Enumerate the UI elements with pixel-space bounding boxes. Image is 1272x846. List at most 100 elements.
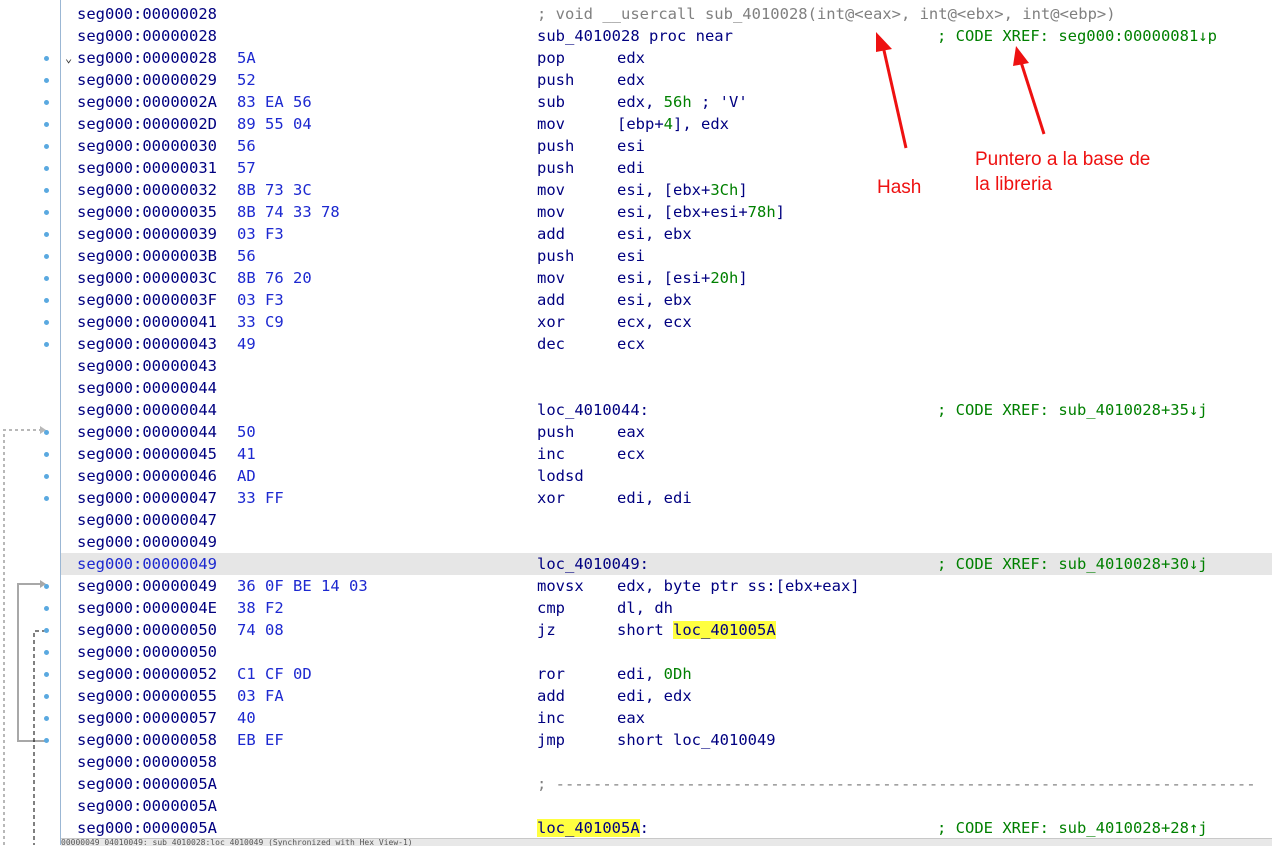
gutter-dot-icon[interactable]	[44, 606, 49, 611]
listing-row[interactable]: seg000:00000050	[61, 641, 1272, 663]
code-label[interactable]: loc_4010044:	[537, 401, 649, 419]
mnemonic[interactable]: xor	[537, 313, 565, 331]
code-label[interactable]: loc_4010049:	[537, 555, 649, 573]
xref-comment[interactable]: ; CODE XREF: seg000:00000081↓p	[937, 27, 1217, 45]
address[interactable]: seg000:00000047	[77, 489, 217, 507]
listing-row[interactable]: seg000:00000058	[61, 751, 1272, 773]
address[interactable]: seg000:00000028	[77, 5, 217, 23]
mnemonic[interactable]: mov	[537, 269, 565, 287]
mnemonic[interactable]: push	[537, 71, 575, 89]
address[interactable]: seg000:00000030	[77, 137, 217, 155]
gutter-dot-icon[interactable]	[44, 452, 49, 457]
mnemonic[interactable]: movsx	[537, 577, 584, 595]
address[interactable]: seg000:0000005A	[77, 797, 217, 815]
address[interactable]: seg000:00000052	[77, 665, 217, 683]
operand[interactable]: short loc_4010049	[617, 731, 776, 749]
gutter-dot-icon[interactable]	[44, 672, 49, 677]
listing-row[interactable]: seg000:0000005A; -----------------------…	[61, 773, 1272, 795]
address[interactable]: seg000:0000003B	[77, 247, 217, 265]
collapse-chevron-icon[interactable]: ⌄	[65, 51, 73, 65]
gutter-dot-icon[interactable]	[44, 56, 49, 61]
address[interactable]: seg000:00000050	[77, 643, 217, 661]
operand[interactable]: esi, [ebx+esi+78h]	[617, 201, 785, 223]
xref-comment[interactable]: ; CODE XREF: sub_4010028+35↓j	[937, 401, 1208, 419]
mnemonic[interactable]: inc	[537, 445, 565, 463]
gutter-dot-icon[interactable]	[44, 122, 49, 127]
mnemonic[interactable]: inc	[537, 709, 565, 727]
operand[interactable]: ecx, ecx	[617, 313, 692, 331]
address[interactable]: seg000:0000003C	[77, 269, 217, 287]
operand[interactable]: eax	[617, 423, 645, 441]
address[interactable]: seg000:00000035	[77, 203, 217, 221]
mnemonic[interactable]: push	[537, 159, 575, 177]
address[interactable]: seg000:00000039	[77, 225, 217, 243]
mnemonic[interactable]: mov	[537, 181, 565, 199]
gutter-dot-icon[interactable]	[44, 694, 49, 699]
mnemonic[interactable]: pop	[537, 49, 565, 67]
mnemonic[interactable]: lodsd	[537, 467, 584, 485]
address[interactable]: seg000:00000043	[77, 335, 217, 353]
code-label[interactable]: sub_4010028 proc near	[537, 27, 733, 45]
operand[interactable]: edi, 0Dh	[617, 663, 692, 685]
address[interactable]: seg000:00000049	[77, 533, 217, 551]
gutter-dot-icon[interactable]	[44, 496, 49, 501]
operand[interactable]: edx, byte ptr ss:[ebx+eax]	[617, 577, 860, 595]
listing-row[interactable]: seg000:0000005A	[61, 795, 1272, 817]
gutter-dot-icon[interactable]	[44, 78, 49, 83]
address[interactable]: seg000:00000029	[77, 71, 217, 89]
operand[interactable]: edi	[617, 159, 645, 177]
listing-row[interactable]: seg000:00000047	[61, 509, 1272, 531]
address[interactable]: seg000:00000044	[77, 423, 217, 441]
gutter-dot-icon[interactable]	[44, 100, 49, 105]
mnemonic[interactable]: push	[537, 137, 575, 155]
operand[interactable]: ecx	[617, 335, 645, 353]
gutter-dot-icon[interactable]	[44, 210, 49, 215]
mnemonic[interactable]: ror	[537, 665, 565, 683]
gutter-dot-icon[interactable]	[44, 430, 49, 435]
mnemonic[interactable]: jmp	[537, 731, 565, 749]
address[interactable]: seg000:00000044	[77, 401, 217, 419]
address[interactable]: seg000:00000046	[77, 467, 217, 485]
address[interactable]: seg000:00000032	[77, 181, 217, 199]
mnemonic[interactable]: mov	[537, 115, 565, 133]
listing-row[interactable]: seg000:00000049	[61, 531, 1272, 553]
operand[interactable]: edx, 56h ; 'V'	[617, 91, 748, 113]
gutter-dot-icon[interactable]	[44, 650, 49, 655]
xref-comment[interactable]: ; CODE XREF: sub_4010028+30↓j	[937, 555, 1208, 573]
gutter-dot-icon[interactable]	[44, 188, 49, 193]
address[interactable]: seg000:0000005A	[77, 819, 217, 837]
gutter-dot-icon[interactable]	[44, 584, 49, 589]
operand[interactable]: [ebp+4], edx	[617, 113, 729, 135]
operand[interactable]: esi, ebx	[617, 291, 692, 309]
xref-comment[interactable]: ; CODE XREF: sub_4010028+28↑j	[937, 819, 1208, 837]
mnemonic[interactable]: push	[537, 247, 575, 265]
gutter-dot-icon[interactable]	[44, 166, 49, 171]
gutter-dot-icon[interactable]	[44, 628, 49, 633]
operand[interactable]: short loc_401005A	[617, 619, 776, 641]
gutter-dot-icon[interactable]	[44, 254, 49, 259]
gutter-dot-icon[interactable]	[44, 276, 49, 281]
address[interactable]: seg000:00000057	[77, 709, 217, 727]
address[interactable]: seg000:0000003F	[77, 291, 217, 309]
